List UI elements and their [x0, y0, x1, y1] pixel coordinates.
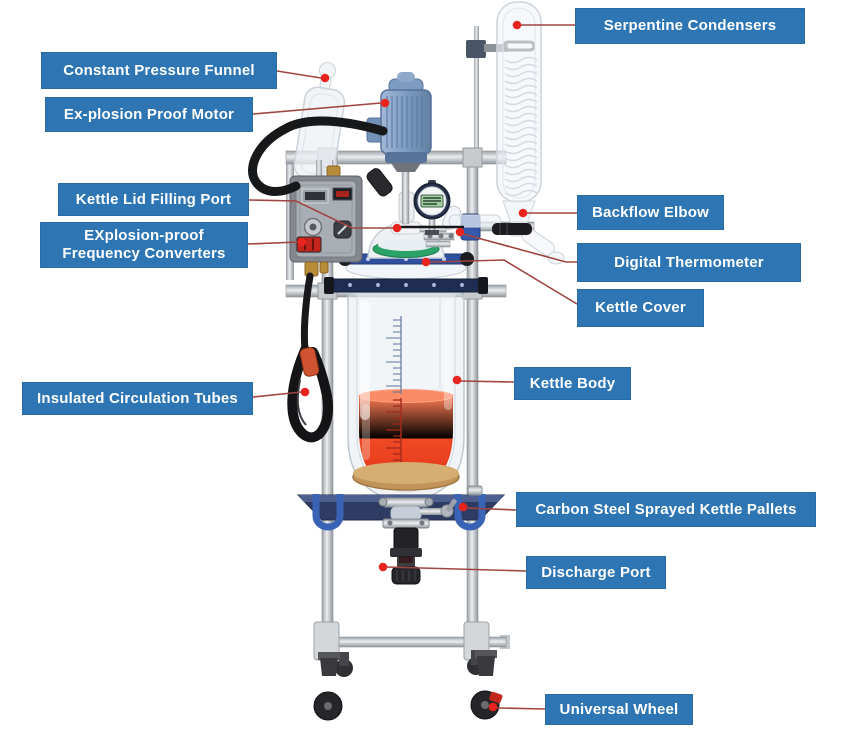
- motor-graphic: [366, 72, 432, 225]
- label-insulated-circulation-tubes: Insulated Circulation Tubes: [22, 382, 253, 415]
- label-kettle-lid-filling-port: Kettle Lid Filling Port: [58, 183, 249, 216]
- kettle-body-graphic: [347, 291, 465, 502]
- condenser-clamp: [466, 40, 486, 58]
- label-explosion-proof-frequency-converters: EXplosion-proof Frequency Converters: [40, 222, 248, 268]
- label-kettle-cover: Kettle Cover: [577, 289, 704, 327]
- label-constant-pressure-funnel: Constant Pressure Funnel: [41, 52, 277, 89]
- digital-thermometer-graphic: [413, 180, 451, 235]
- label-explosion-proof-motor: Ex-plosion Proof Motor: [45, 97, 253, 132]
- serpentine-condenser-graphic: [448, 1, 565, 265]
- universal-wheels: [313, 650, 503, 721]
- graduation-scale: [386, 316, 402, 464]
- label-backflow-elbow: Backflow Elbow: [577, 195, 724, 230]
- label-discharge-port: Discharge Port: [526, 556, 666, 589]
- label-carbon-steel-sprayed-kettle-pallets: Carbon Steel Sprayed Kettle Pallets: [516, 492, 816, 527]
- filling-port-cap: [366, 168, 393, 197]
- insulated-tubes-graphic: [287, 345, 333, 443]
- discharge-port-graphic: [378, 497, 457, 585]
- frequency-converter-graphic: [289, 160, 363, 354]
- leader-dots: [297, 20, 528, 712]
- label-kettle-body: Kettle Body: [514, 367, 631, 400]
- stirrer-shaft: [401, 163, 410, 225]
- motor-cable: [248, 116, 388, 196]
- label-universal-wheel: Universal Wheel: [545, 694, 693, 725]
- leader-lines: [247, 24, 578, 710]
- condenser-support-rod: [474, 26, 479, 154]
- label-serpentine-condensers: Serpentine Condensers: [575, 8, 805, 44]
- label-digital-thermometer: Digital Thermometer: [577, 243, 801, 282]
